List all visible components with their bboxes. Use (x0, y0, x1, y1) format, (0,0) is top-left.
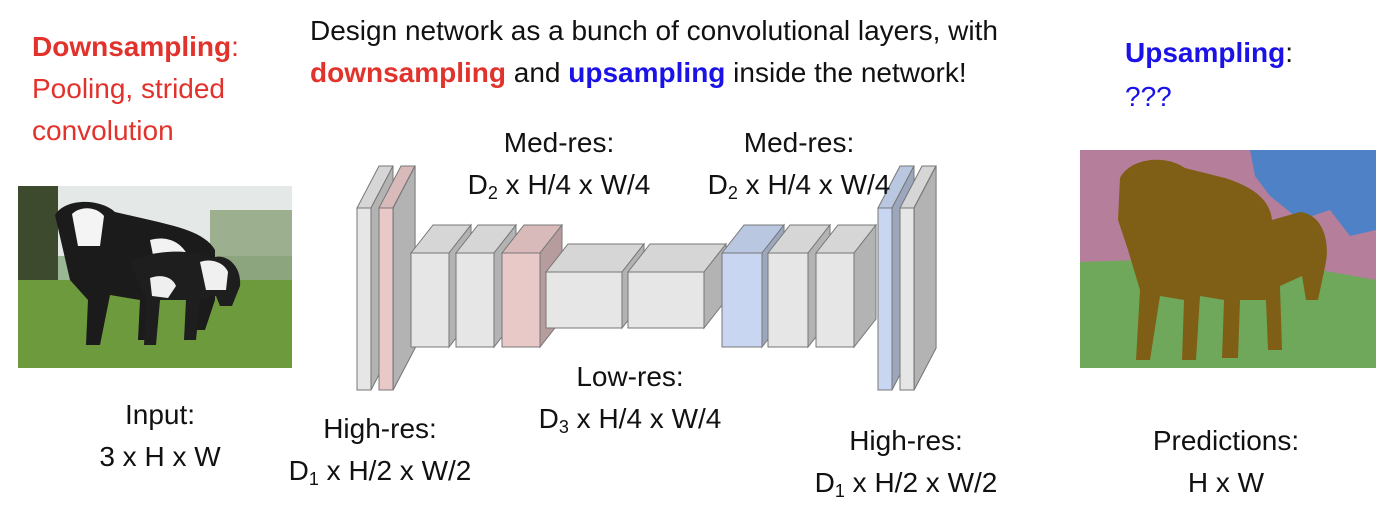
input-photo (18, 186, 292, 368)
lowres-d: D (538, 403, 559, 434)
medres-right-rest: x H/4 x W/4 (737, 169, 891, 200)
header-upsampling: upsampling (568, 57, 726, 88)
downsampling-title: Downsampling: (32, 30, 239, 64)
layer-highres-left-3 (392, 165, 416, 391)
highres-right-dims: D1 x H/2 x W/2 (788, 466, 1024, 500)
header-line-1: Design network as a bunch of convolution… (310, 15, 998, 46)
downsampling-line-2: Pooling, strided (32, 73, 226, 104)
lowres-dims: D3 x H/4 x W/4 (510, 402, 750, 436)
layer-lowres-2 (626, 242, 728, 330)
medres-left-title: Med-res: (503, 127, 615, 158)
header-downsampling: downsampling (310, 57, 506, 88)
medres-left-sub: 2 (487, 183, 498, 203)
layer-medres-left-3 (500, 223, 564, 349)
highres-left-d: D (288, 455, 309, 486)
predictions-label: Predictions: (1152, 425, 1300, 456)
upsampling-word: Upsampling (1125, 37, 1286, 68)
highres-left-dims: D1 x H/2 x W/2 (262, 454, 498, 488)
layer-highres-right-3 (913, 165, 937, 391)
highres-left-title: High-res: (323, 413, 437, 444)
header-line-2: downsampling and upsampling inside the n… (310, 56, 967, 90)
medres-right-d: D (707, 169, 728, 200)
medres-left-d: D (467, 169, 488, 200)
lowres-sub: 3 (558, 417, 569, 437)
highres-left-rest: x H/2 x W/2 (318, 455, 472, 486)
highres-right-rest: x H/2 x W/2 (844, 467, 998, 498)
highres-right-title: High-res: (849, 425, 963, 456)
layer-stack (356, 165, 937, 391)
upsampling-line-2: ??? (1125, 81, 1172, 112)
downsampling-word: Downsampling (32, 31, 232, 62)
header-and: and (506, 57, 569, 88)
highres-left-sub: 1 (308, 469, 319, 489)
medres-left-rest: x H/4 x W/4 (497, 169, 651, 200)
input-dims: 3 x H x W (99, 441, 221, 472)
upsampling-colon: : (1285, 37, 1294, 68)
predictions-dims: H x W (1187, 467, 1265, 498)
prediction-map (1080, 150, 1376, 368)
lowres-rest: x H/4 x W/4 (568, 403, 722, 434)
downsampling-line-3: convolution (32, 115, 174, 146)
downsampling-colon: : (231, 31, 239, 62)
medres-right-dims: D2 x H/4 x W/4 (684, 168, 914, 202)
medres-right-title: Med-res: (743, 127, 855, 158)
medres-right-sub: 2 (727, 183, 738, 203)
highres-right-sub: 1 (834, 481, 845, 501)
medres-left-dims: D2 x H/4 x W/4 (444, 168, 674, 202)
lowres-title: Low-res: (576, 361, 684, 392)
input-label: Input: (124, 399, 196, 430)
header-inside: inside the network! (725, 57, 967, 88)
highres-right-d: D (814, 467, 835, 498)
layer-medres-right-3 (814, 223, 878, 349)
upsampling-title: Upsampling: (1125, 36, 1293, 70)
